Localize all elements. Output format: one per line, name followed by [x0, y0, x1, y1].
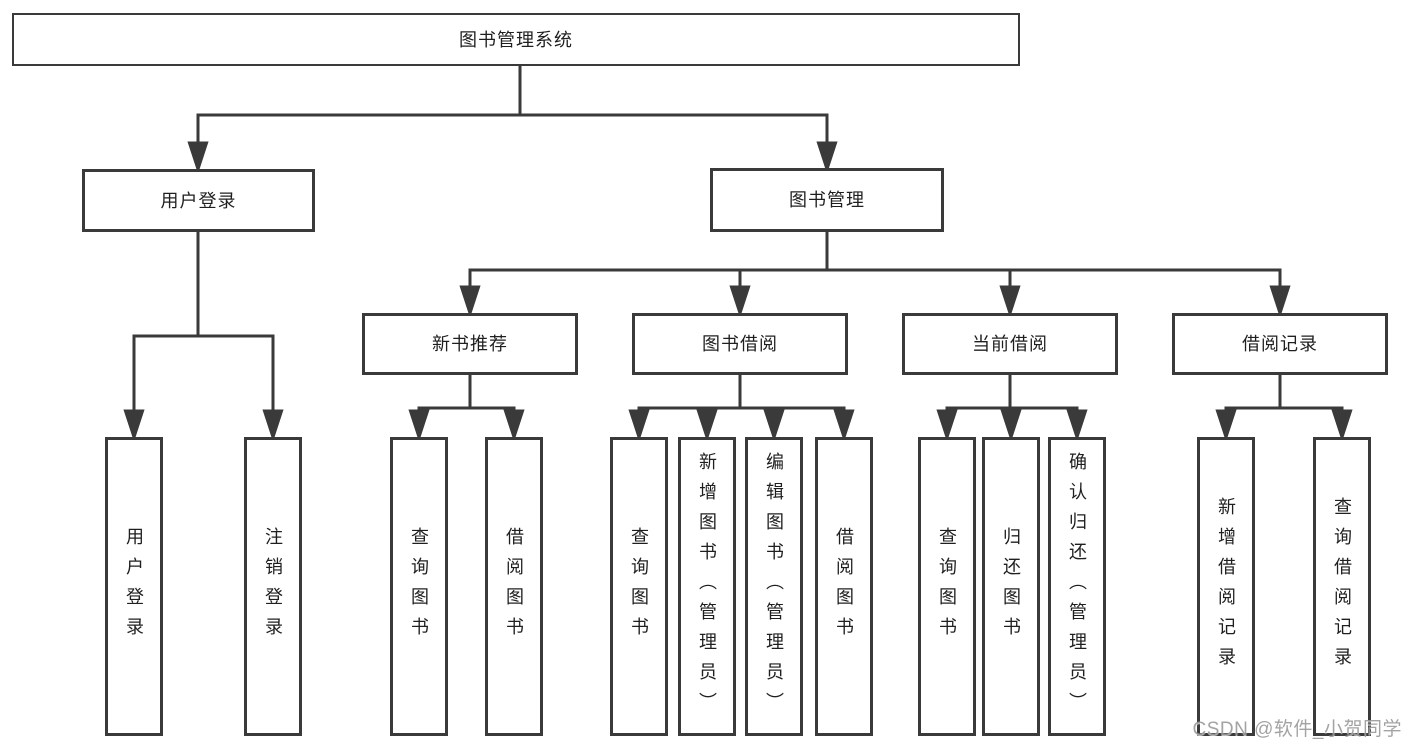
arrowhead-down-icon [628, 409, 650, 442]
leaf-bb-edit-book-admin: 编辑图书（管理员） [745, 437, 803, 736]
node-label: 借阅记录 [1242, 334, 1318, 354]
connector-current-borrow-children [936, 373, 1088, 442]
leaf-cb-confirm-return-admin: 确认归还（管理员） [1048, 437, 1106, 736]
arrowhead-down-icon [123, 409, 145, 442]
leaf-bb-borrow-book: 借阅图书 [815, 437, 873, 736]
node-label: 查询图书 [409, 526, 429, 647]
node-label: 图书管理 [789, 190, 865, 210]
node-label: 查询图书 [629, 526, 649, 647]
connector-borrow-record-children [1215, 373, 1353, 442]
node-label: 查询借阅记录 [1332, 496, 1352, 677]
leaf-br-add-record: 新增借阅记录 [1197, 437, 1255, 736]
node-borrowing-records: 借阅记录 [1172, 313, 1388, 375]
leaf-nbr-query-book: 查询图书 [390, 437, 448, 736]
node-label: 借阅图书 [834, 526, 854, 647]
arrowhead-down-icon [696, 409, 718, 442]
arrowhead-down-icon [1000, 409, 1022, 442]
connector-book-borrow-children [628, 373, 855, 442]
leaf-logout: 注销登录 [244, 437, 302, 736]
connector-user-login-children [123, 232, 284, 442]
node-label: 借阅图书 [504, 526, 524, 647]
node-label: 新书推荐 [432, 334, 508, 354]
node-label: 新增图书（管理员） [697, 451, 717, 722]
node-label: 用户登录 [124, 526, 144, 647]
leaf-bb-add-book-admin: 新增图书（管理员） [678, 437, 736, 736]
arrowhead-down-icon [1269, 285, 1291, 318]
arrowhead-down-icon [187, 141, 209, 174]
node-root: 图书管理系统 [12, 13, 1020, 66]
arrowhead-down-icon [999, 285, 1021, 318]
node-label: 用户登录 [160, 190, 237, 211]
arrowhead-down-icon [262, 409, 284, 442]
node-label: 编辑图书（管理员） [764, 451, 784, 722]
arrowhead-down-icon [833, 409, 855, 442]
arrowhead-down-icon [1066, 409, 1088, 442]
leaf-bb-query-book: 查询图书 [610, 437, 668, 736]
leaf-user-login: 用户登录 [105, 437, 163, 736]
arrowhead-down-icon [1331, 409, 1353, 442]
node-label: 归还图书 [1001, 526, 1021, 647]
node-label: 图书管理系统 [459, 29, 573, 50]
arrowhead-down-icon [503, 409, 525, 442]
watermark-text: CSDN @软件_小贺同学 [1192, 719, 1402, 740]
connector-root-to-level2 [187, 66, 838, 174]
node-book-management: 图书管理 [710, 168, 944, 232]
node-label: 当前借阅 [972, 334, 1048, 354]
node-new-book-recommend: 新书推荐 [362, 313, 578, 375]
node-label: 图书借阅 [702, 334, 778, 354]
leaf-br-query-record: 查询借阅记录 [1313, 437, 1371, 736]
leaf-cb-return-book: 归还图书 [982, 437, 1040, 736]
leaf-nbr-borrow-book: 借阅图书 [485, 437, 543, 736]
arrowhead-down-icon [408, 409, 430, 442]
arrowhead-down-icon [816, 141, 838, 174]
node-label: 确认归还（管理员） [1067, 451, 1087, 722]
node-label: 新增借阅记录 [1216, 496, 1236, 677]
connector-book-mgmt-to-level3 [459, 231, 1291, 318]
node-current-borrowing: 当前借阅 [902, 313, 1118, 375]
node-label: 注销登录 [263, 526, 283, 647]
leaf-cb-query-book: 查询图书 [918, 437, 976, 736]
node-book-borrowing: 图书借阅 [632, 313, 848, 375]
node-label: 查询图书 [937, 526, 957, 647]
arrowhead-down-icon [936, 409, 958, 442]
arrowhead-down-icon [459, 285, 481, 318]
connector-new-book-rec-children [408, 373, 525, 442]
node-user-login: 用户登录 [82, 169, 315, 232]
arrowhead-down-icon [1215, 409, 1237, 442]
arrowhead-down-icon [763, 409, 785, 442]
arrowhead-down-icon [729, 285, 751, 318]
